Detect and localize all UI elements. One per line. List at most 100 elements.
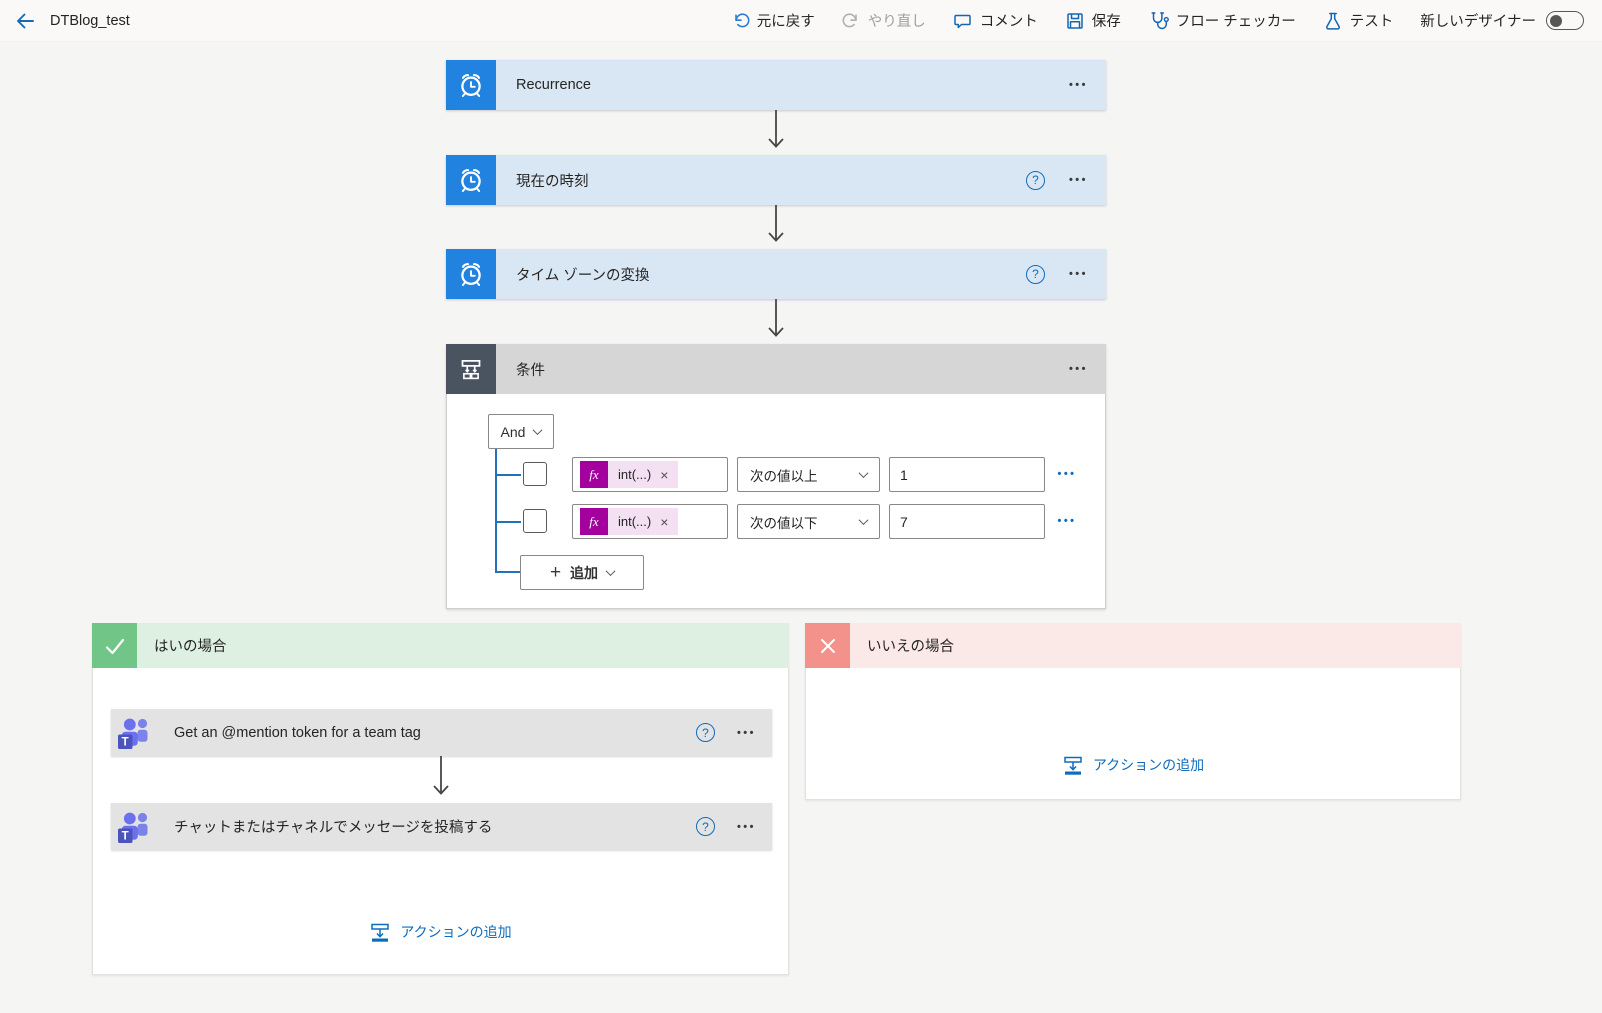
- help-icon[interactable]: ?: [1025, 170, 1045, 190]
- action-post-message[interactable]: T チャットまたはチャネルでメッセージを投稿する ? •••: [111, 803, 772, 850]
- condition-operator-value: And: [500, 423, 526, 440]
- test-button[interactable]: テスト: [1323, 10, 1394, 31]
- condition-title: 条件: [516, 362, 545, 379]
- add-condition-button[interactable]: + 追加: [520, 555, 644, 590]
- back-button[interactable]: [14, 10, 36, 32]
- condition-comparator-dropdown[interactable]: 次の値以上: [737, 457, 880, 492]
- action-title: Get an @mention token for a team tag: [174, 724, 421, 741]
- remove-expression-icon[interactable]: ×: [660, 513, 669, 530]
- comparator-value: 次の値以上: [750, 468, 818, 484]
- fx-icon: fx: [580, 508, 608, 535]
- no-branch-card: いいえの場合 アクションの追加: [805, 623, 1461, 800]
- help-icon[interactable]: ?: [1025, 264, 1045, 284]
- redo-button[interactable]: やり直し: [842, 10, 926, 31]
- condition-card: 条件 ••• And fx int(...) ×: [446, 344, 1106, 609]
- step-title: タイム ゾーンの変換: [516, 267, 650, 284]
- add-action-button[interactable]: アクションの追加: [369, 921, 512, 943]
- add-condition-label: 追加: [570, 564, 599, 581]
- save-label: 保存: [1091, 14, 1121, 30]
- condition-tree-line: [495, 449, 497, 572]
- no-add-action-row: アクションの追加: [806, 754, 1460, 776]
- row-more-options-icon[interactable]: •••: [1057, 515, 1077, 527]
- topbar-left: DTBlog_test: [14, 10, 130, 32]
- fx-icon: fx: [580, 461, 608, 488]
- x-icon: [805, 623, 850, 668]
- flow-connector-arrow: [768, 205, 784, 242]
- condition-operand-field[interactable]: fx int(...) ×: [572, 457, 728, 492]
- condition-tree-line: [495, 571, 520, 573]
- check-icon: [92, 623, 137, 668]
- new-designer-group: 新しいデザイナー: [1420, 10, 1584, 31]
- flow-checker-icon: [1148, 10, 1169, 31]
- step-current-time[interactable]: 現在の時刻 ? •••: [446, 155, 1106, 205]
- chevron-down-icon: [858, 468, 869, 479]
- add-action-button[interactable]: アクションの追加: [1062, 754, 1204, 776]
- no-branch-header[interactable]: いいえの場合: [805, 623, 1461, 668]
- topbar: DTBlog_test 元に戻す やり直し コメント: [0, 0, 1602, 42]
- condition-builder: And fx int(...) × 次の値以上 •••: [447, 395, 1105, 608]
- more-options-icon[interactable]: •••: [1068, 79, 1088, 91]
- action-title: チャットまたはチャネルでメッセージを投稿する: [174, 820, 493, 836]
- more-options-icon[interactable]: •••: [736, 726, 756, 739]
- expression-text: int(...): [618, 467, 652, 482]
- condition-header[interactable]: 条件 •••: [446, 344, 1106, 394]
- condition-comparator-dropdown[interactable]: 次の値以下: [737, 504, 880, 539]
- more-options-icon[interactable]: •••: [1068, 363, 1088, 375]
- expression-pill[interactable]: fx int(...) ×: [580, 461, 679, 488]
- more-options-icon[interactable]: •••: [736, 820, 756, 833]
- recurrence-clock-icon: [446, 60, 496, 110]
- new-designer-toggle[interactable]: [1546, 11, 1584, 30]
- undo-button[interactable]: 元に戻す: [731, 10, 815, 31]
- no-branch-label: いいえの場合: [850, 623, 1461, 668]
- flow-title: DTBlog_test: [50, 12, 130, 29]
- new-designer-label: 新しいデザイナー: [1420, 14, 1536, 30]
- more-options-icon[interactable]: •••: [1068, 174, 1088, 186]
- redo-label: やり直し: [867, 14, 926, 30]
- redo-icon: [842, 11, 861, 30]
- test-label: テスト: [1349, 14, 1394, 30]
- flow-connector-arrow: [433, 756, 449, 795]
- toggle-knob: [1550, 14, 1562, 27]
- step-convert-time-zone[interactable]: タイム ゾーンの変換 ? •••: [446, 249, 1106, 299]
- current-time-clock-icon: [446, 155, 496, 205]
- convert-time-zone-clock-icon: [446, 249, 496, 299]
- chevron-down-icon: [605, 566, 616, 577]
- save-icon: [1065, 11, 1085, 31]
- flow-checker-button[interactable]: フロー チェッカー: [1148, 10, 1296, 31]
- yes-add-action-row: アクションの追加: [93, 921, 788, 943]
- expression-pill[interactable]: fx int(...) ×: [580, 508, 679, 535]
- comment-button[interactable]: コメント: [953, 10, 1038, 31]
- chevron-down-icon: [533, 425, 543, 436]
- comment-icon: [953, 11, 973, 31]
- comparator-value: 次の値以下: [750, 515, 818, 531]
- condition-row-checkbox[interactable]: [523, 462, 547, 486]
- add-action-label: アクションの追加: [400, 924, 512, 940]
- add-action-icon: [1064, 756, 1082, 775]
- svg-text:T: T: [121, 736, 128, 748]
- more-options-icon[interactable]: •••: [1068, 268, 1088, 280]
- action-get-mention-token[interactable]: T Get an @mention token for a team tag ?…: [111, 709, 772, 756]
- remove-expression-icon[interactable]: ×: [660, 466, 669, 483]
- help-icon[interactable]: ?: [695, 723, 715, 742]
- step-recurrence[interactable]: Recurrence •••: [446, 60, 1106, 110]
- save-button[interactable]: 保存: [1065, 10, 1121, 31]
- expression-text: int(...): [618, 514, 652, 529]
- condition-value-input[interactable]: [889, 504, 1045, 539]
- row-more-options-icon[interactable]: •••: [1057, 468, 1077, 480]
- condition-row-checkbox[interactable]: [523, 509, 547, 533]
- condition-operator-dropdown[interactable]: And: [488, 414, 554, 449]
- condition-value-input[interactable]: [889, 457, 1045, 492]
- yes-branch-card: はいの場合 T Get an @mention token for a team…: [92, 623, 789, 975]
- yes-branch-header[interactable]: はいの場合: [92, 623, 789, 668]
- flow-checker-label: フロー チェッカー: [1175, 14, 1296, 30]
- help-icon[interactable]: ?: [695, 817, 715, 836]
- svg-text:T: T: [121, 830, 128, 842]
- add-action-icon: [371, 923, 390, 942]
- condition-operand-field[interactable]: fx int(...) ×: [572, 504, 728, 539]
- undo-icon: [731, 11, 750, 30]
- add-action-label: アクションの追加: [1092, 757, 1205, 773]
- plus-icon: +: [549, 562, 562, 583]
- flow-connector-arrow: [768, 299, 784, 337]
- condition-branch-icon: [446, 344, 496, 394]
